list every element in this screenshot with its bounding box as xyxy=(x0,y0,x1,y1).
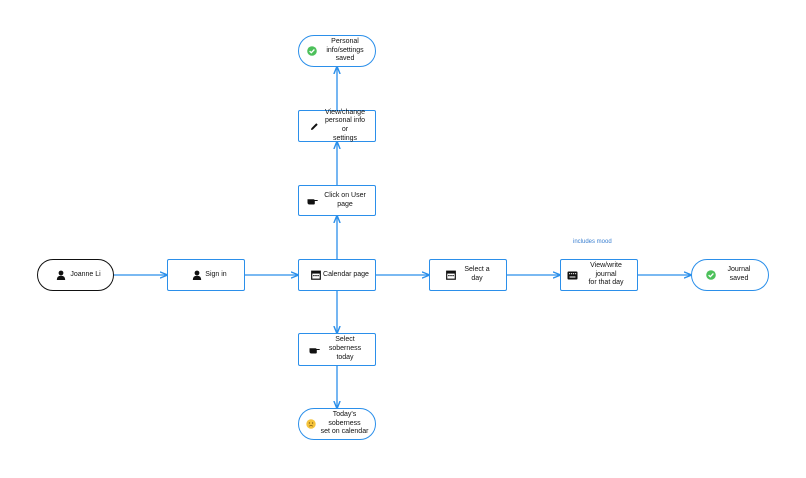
person-icon xyxy=(54,268,68,282)
node-label: Select soberness today xyxy=(328,336,362,361)
check-circle-icon xyxy=(305,44,319,58)
hand-pointer-icon xyxy=(305,194,319,208)
calendar-icon xyxy=(309,268,323,282)
node-calendar: Calendar page xyxy=(298,259,376,291)
pencil-icon xyxy=(307,119,321,133)
node-signin: Sign in xyxy=(167,259,245,291)
person-icon xyxy=(190,268,204,282)
calendar-icon xyxy=(444,268,458,282)
node-label: Click on User page xyxy=(324,191,366,208)
node-journal: View/write journal for that day xyxy=(560,259,638,291)
node-label: Personal info/settings saved xyxy=(326,37,364,63)
annotation-includes-mood: includes mood xyxy=(573,239,612,245)
node-journal-saved: Journal saved xyxy=(691,259,769,291)
node-start: Joanne Li xyxy=(37,259,114,291)
keyboard-icon xyxy=(565,268,579,282)
node-label: Journal saved xyxy=(727,266,751,282)
worried-face-icon xyxy=(304,417,318,431)
node-user-page: Click on User page xyxy=(298,185,376,216)
node-label: Select a day xyxy=(464,266,490,282)
node-change-info: View/change personal info or settings xyxy=(298,108,376,142)
node-info-saved: Personal info/settings saved xyxy=(298,35,376,67)
node-sober-set: Today's soberness set on calendar xyxy=(298,408,376,440)
check-circle-icon xyxy=(704,268,718,282)
node-label: Sign in xyxy=(205,270,227,278)
hand-pointer-icon xyxy=(307,343,321,357)
node-label: Today's soberness set on calendar xyxy=(320,410,369,436)
node-select-sober: Select soberness today xyxy=(298,333,376,366)
node-label: View/write journal for that day xyxy=(588,261,624,287)
node-label: Joanne Li xyxy=(70,270,101,278)
node-label: Calendar page xyxy=(323,270,369,278)
node-label: View/change personal info or settings xyxy=(324,108,366,142)
node-select-day: Select a day xyxy=(429,259,507,291)
